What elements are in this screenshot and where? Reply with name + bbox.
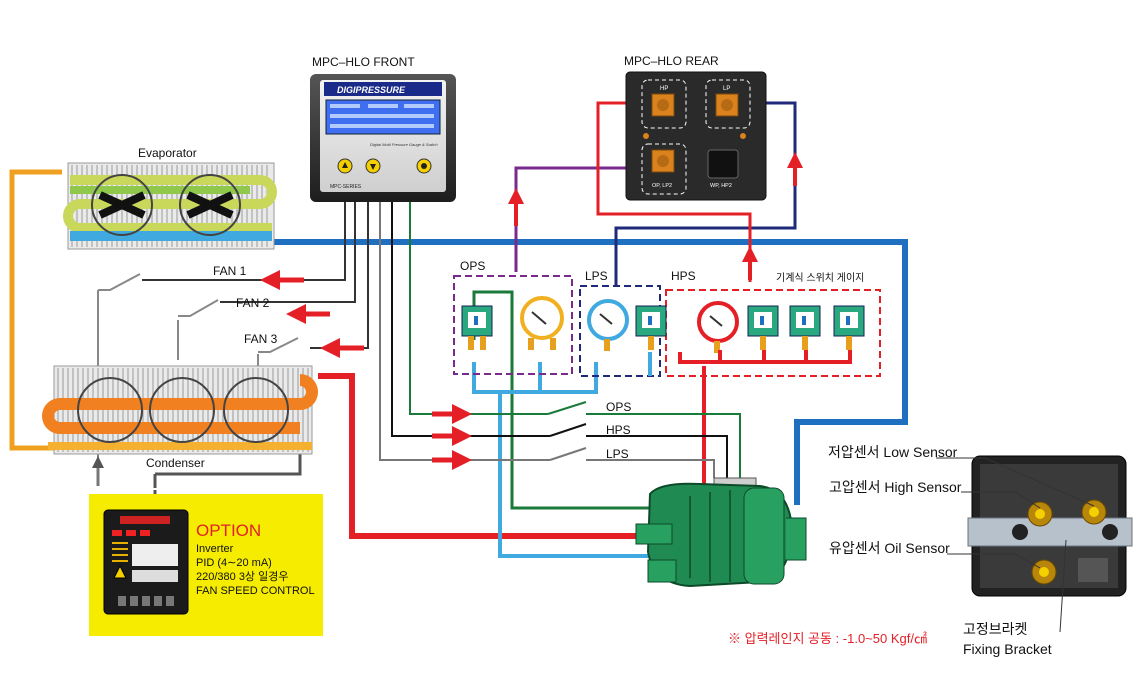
evaporator-coil xyxy=(63,162,277,250)
fan2-label: FAN 2 xyxy=(236,296,270,310)
low-sensor-label: 저압센서 Low Sensor xyxy=(828,444,958,460)
discharge-line xyxy=(318,373,660,539)
fan-speed-controller-icon xyxy=(103,509,189,615)
port-lp-label: LP xyxy=(723,86,730,92)
hp-port-icon xyxy=(641,79,687,129)
evaporator-label: Evaporator xyxy=(138,146,197,160)
port-op-label: OP, LP2 xyxy=(652,183,672,189)
bracket-label-kr: 고정브라켓 xyxy=(963,621,1028,637)
lps-pressure-gauge xyxy=(587,299,629,351)
high-sensor-icon xyxy=(1081,499,1107,525)
op-port-icon xyxy=(641,143,687,195)
port-wp-label: WP, HP2 xyxy=(710,183,732,189)
hps-line-label: HPS xyxy=(606,423,631,437)
pressure-sensor-block xyxy=(967,455,1133,597)
series-label: MPC-SERIES xyxy=(330,184,362,190)
option-title: OPTION xyxy=(196,521,261,540)
hps-box-label: HPS xyxy=(671,269,696,283)
option-line2: PID (4∼20 mA) xyxy=(196,557,272,569)
lps-pressure-switch xyxy=(635,305,667,350)
ops-box-label: OPS xyxy=(460,259,485,273)
evaporator-supply-line xyxy=(9,169,62,451)
condenser-coil xyxy=(42,365,318,455)
mech-gauge-label: 기계식 스위치 게이지 xyxy=(776,271,864,284)
suction-line xyxy=(272,239,908,505)
oil-sensor-label: 유압센서 Oil Sensor xyxy=(829,540,950,556)
lps-box-label: LPS xyxy=(585,269,608,283)
hps-pressure-switch-3 xyxy=(833,305,865,350)
option-line4: FAN SPEED CONTROL xyxy=(196,585,315,597)
rear-panel-title: MPC–HLO REAR xyxy=(624,54,719,68)
option-line3: 220/380 3상 일경우 xyxy=(196,569,288,583)
fan3-label: FAN 3 xyxy=(244,332,278,346)
front-panel-title: MPC–HLO FRONT xyxy=(312,55,415,69)
pressure-range-note: ※ 압력레인지 공동 : -1.0~50 Kgf/㎠ xyxy=(728,631,927,646)
ops-pressure-gauge xyxy=(520,296,564,350)
oil-sensor-signal-line xyxy=(514,166,640,272)
low-sensor-signal-line xyxy=(614,101,797,286)
low-sensor-icon xyxy=(1027,501,1053,527)
brand-label: DIGIPRESSURE xyxy=(337,85,406,95)
ops-line-label: OPS xyxy=(606,400,631,414)
condenser-label: Condenser xyxy=(146,456,205,470)
panel-subtitle: Digital Multi Pressure Gauge & Switch xyxy=(370,142,438,147)
oil-sensor-icon xyxy=(1031,559,1057,585)
ops-pressure-switch xyxy=(461,305,493,350)
compressor xyxy=(635,477,807,588)
mpc-rear-panel: HP LP OP, LP2 WP, HP2 xyxy=(625,71,767,201)
lps-line-label: LPS xyxy=(606,447,629,461)
high-sensor-signal-line xyxy=(596,101,752,282)
option-line1: Inverter xyxy=(196,543,234,555)
lp-port-icon xyxy=(705,79,751,129)
mpc-front-panel: DIGIPRESSURE Digital Multi Pressure Gaug… xyxy=(310,74,456,202)
ops-group-box xyxy=(453,275,573,375)
fan1-label: FAN 1 xyxy=(213,264,247,278)
hps-pressure-gauge xyxy=(697,301,739,353)
hps-pressure-switch-2 xyxy=(789,305,821,350)
hps-pressure-switch-1 xyxy=(747,305,779,350)
bracket-label-en: Fixing Bracket xyxy=(963,641,1052,657)
port-hp-label: HP xyxy=(660,86,668,92)
wp-port-icon xyxy=(707,149,739,179)
high-sensor-label: 고압센서 High Sensor xyxy=(829,479,962,495)
